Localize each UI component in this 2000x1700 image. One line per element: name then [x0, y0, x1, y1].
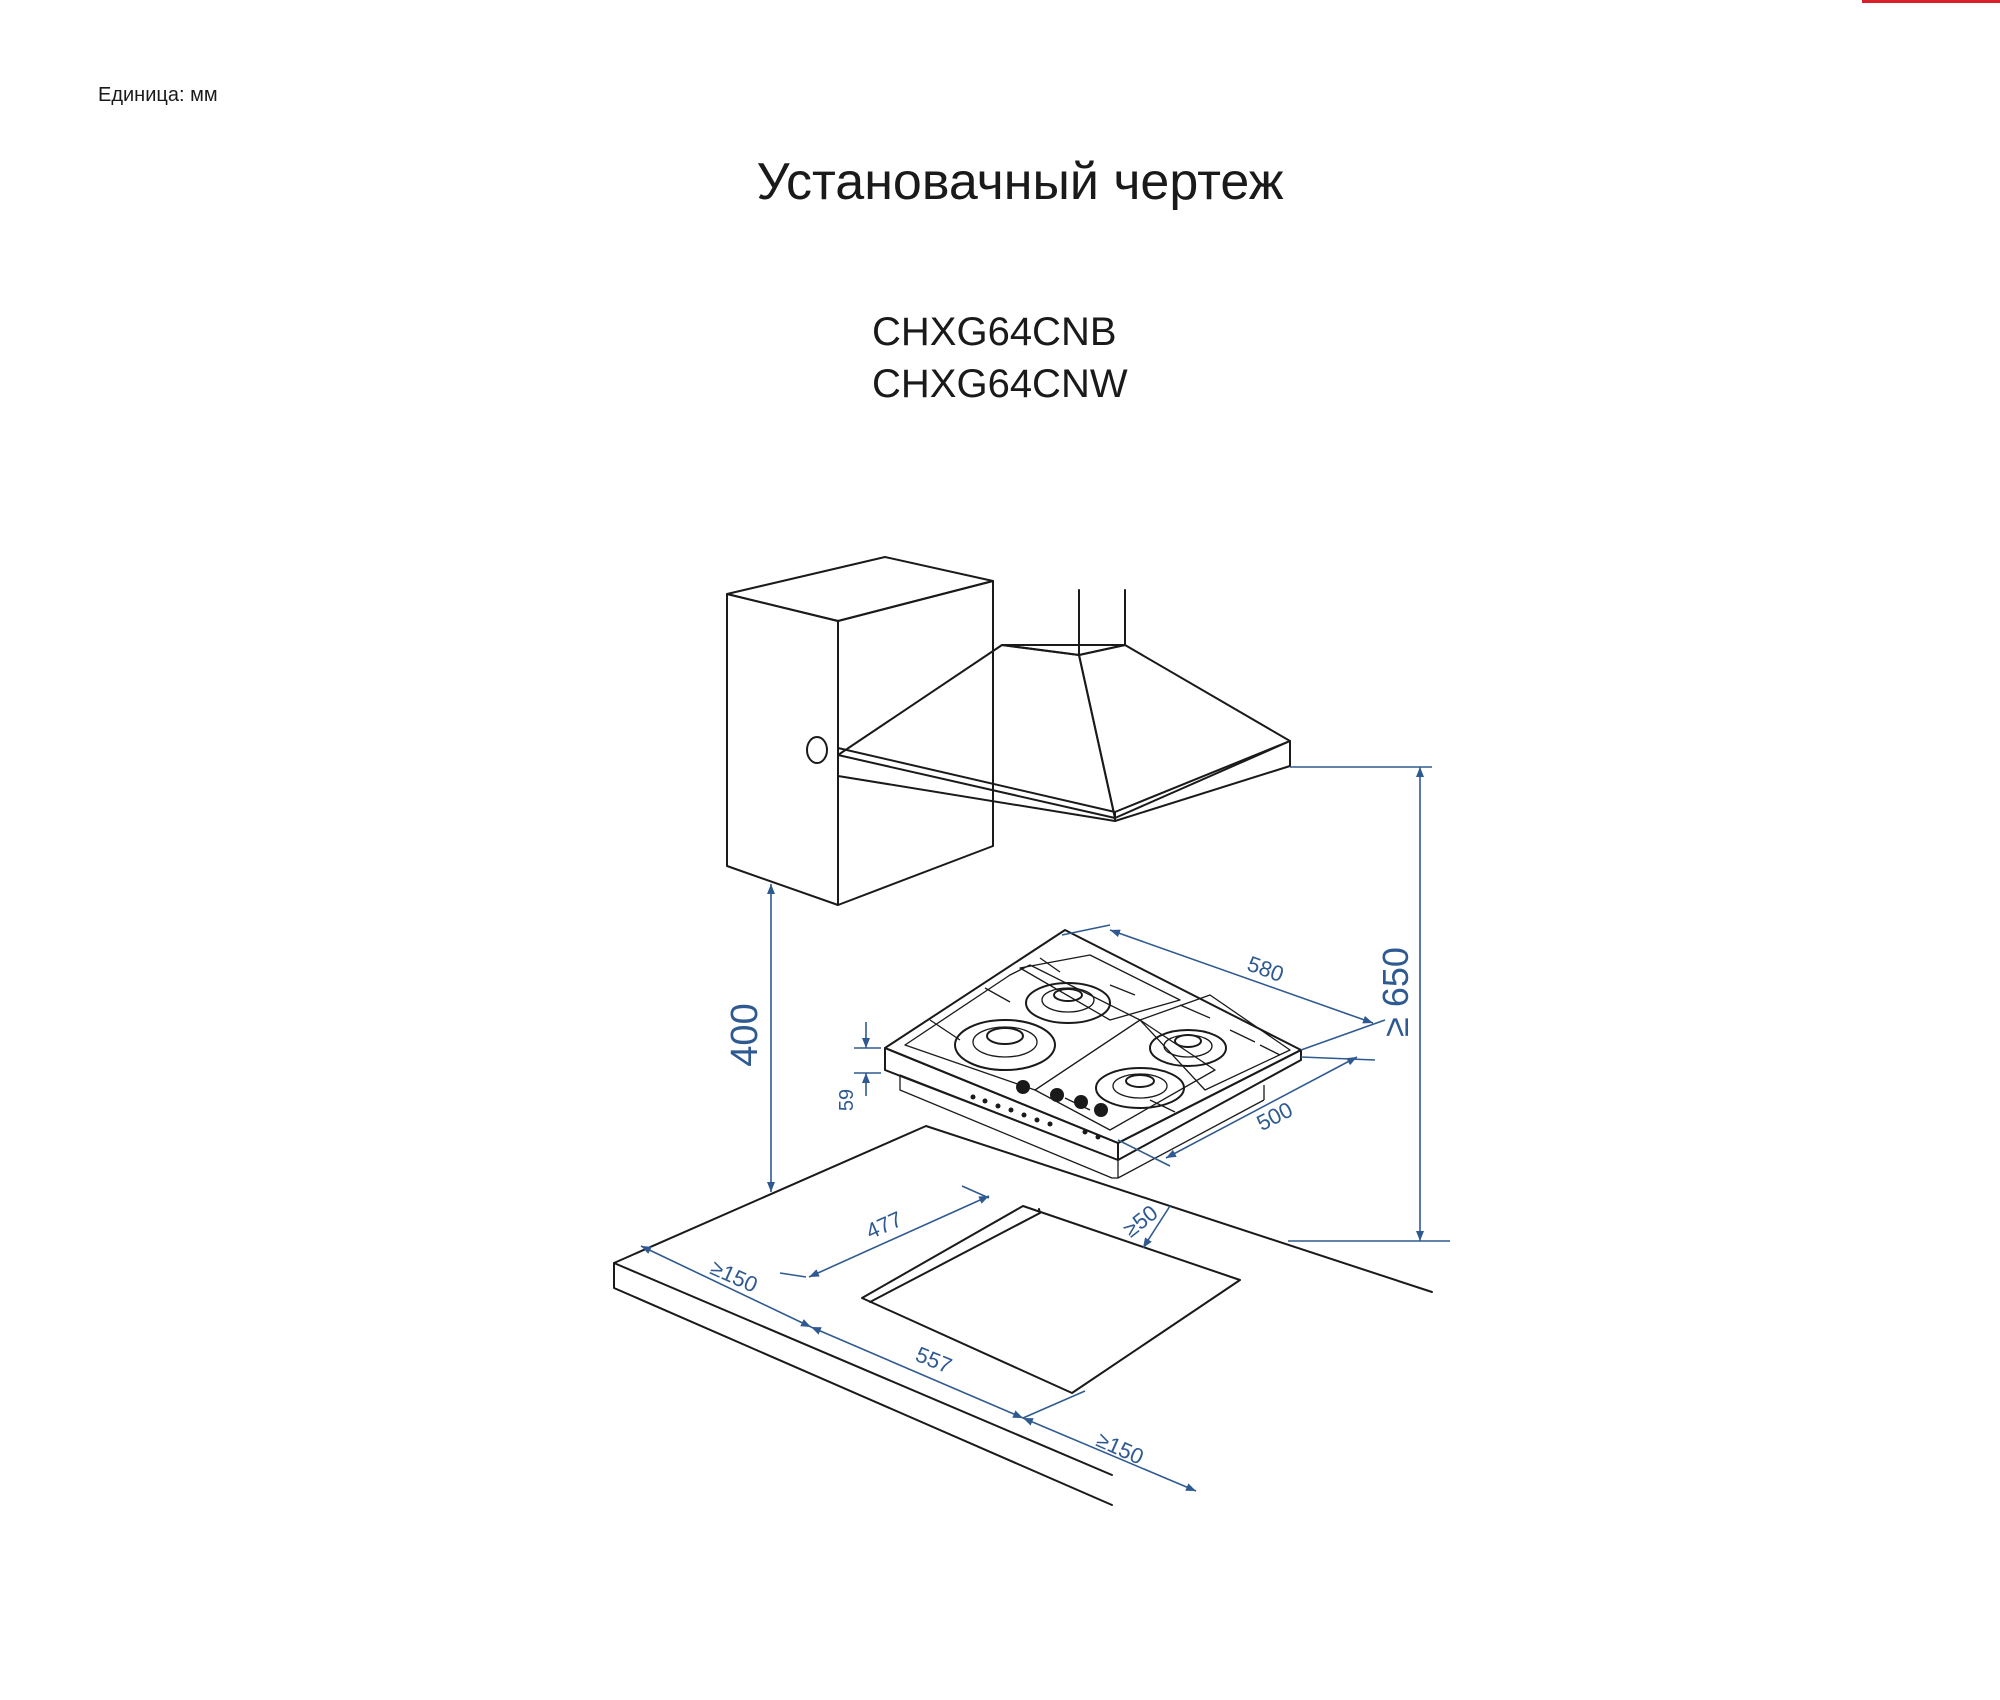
unit-label: Единица: мм	[98, 84, 218, 106]
knob-icon	[806, 736, 828, 764]
dim-hob-width: 580	[1244, 951, 1287, 987]
dimension-lines	[640, 766, 1450, 1492]
accent-bar	[1862, 0, 2000, 3]
dim-cutout-depth: 477	[862, 1206, 906, 1244]
dim-hood-clearance: ≥ 650	[1375, 947, 1416, 1037]
dim-cabinet-clearance: 400	[724, 1003, 766, 1066]
control-knob-icon	[1050, 1088, 1064, 1102]
control-knob-icon	[1094, 1103, 1108, 1117]
gas-hob	[884, 929, 1302, 1179]
model-name: CHXG64CNB	[872, 310, 1117, 354]
control-knob-icon	[1074, 1095, 1088, 1109]
control-knob-icon	[1016, 1080, 1030, 1094]
model-list: CHXG64CNB CHXG64CNW	[872, 306, 1128, 410]
burner-icon	[954, 1019, 1056, 1071]
countertop	[613, 1125, 1433, 1506]
range-hood	[837, 589, 1291, 822]
burner-icon	[1149, 1029, 1227, 1067]
dim-hob-height: 59	[836, 1089, 858, 1111]
burner-icon	[1095, 1067, 1185, 1109]
model-name: CHXG64CNW	[872, 362, 1128, 406]
page-title: Установачный чертеж	[756, 153, 1284, 211]
burner-icon	[1025, 982, 1111, 1024]
wall-cabinet	[726, 556, 994, 906]
dim-side-right: ≥150	[1093, 1427, 1148, 1470]
dim-back-gap: ≥50	[1118, 1200, 1162, 1242]
